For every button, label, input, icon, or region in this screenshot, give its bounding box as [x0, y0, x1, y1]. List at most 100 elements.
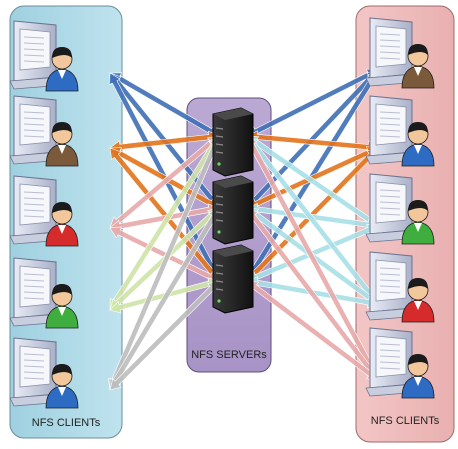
- person-hair-icon: [408, 278, 428, 289]
- server-bay-line: [215, 195, 224, 198]
- collar-icon: [58, 307, 66, 316]
- left-group-label: NFS CLIENTs: [32, 417, 101, 429]
- screen-line: [23, 285, 45, 288]
- left-client-2: [9, 95, 79, 167]
- person-hair-icon: [408, 354, 428, 365]
- server-bay-line: [215, 203, 224, 206]
- right-client-1: [365, 17, 435, 89]
- screen-line: [23, 48, 45, 51]
- collar-icon: [414, 223, 422, 232]
- screen-line: [23, 197, 45, 200]
- server-2: [212, 175, 254, 245]
- screen-line: [23, 377, 45, 380]
- screen-line: [379, 195, 401, 198]
- server-3: [212, 244, 254, 314]
- screen-line: [379, 343, 401, 346]
- screen-line: [379, 361, 401, 364]
- server-bay-line: [215, 135, 224, 138]
- screen-line: [379, 207, 401, 210]
- screen-line: [379, 135, 401, 138]
- server-bay-line: [215, 151, 224, 154]
- left-client-1: [9, 20, 79, 92]
- server-bay-line: [215, 211, 224, 214]
- screen-line: [379, 111, 401, 114]
- screen-line: [379, 267, 401, 270]
- screen-line: [23, 60, 45, 63]
- server-bay-line: [215, 264, 224, 267]
- server-top-icon: [213, 245, 253, 257]
- collar-icon: [58, 145, 66, 154]
- server-top-icon: [213, 176, 253, 188]
- connection-arrows: [108, 68, 379, 391]
- right-client-2: [365, 95, 435, 167]
- person-hair-icon: [52, 47, 72, 58]
- collar-icon: [414, 67, 422, 76]
- screen-line: [23, 359, 45, 362]
- collar-icon: [414, 301, 422, 310]
- screen-line: [379, 117, 401, 120]
- screen-line: [379, 129, 401, 132]
- screen-line: [379, 213, 401, 216]
- right-client-5: [365, 327, 435, 399]
- screen-line: [23, 297, 45, 300]
- screen-line: [379, 33, 401, 36]
- person-hair-icon: [408, 122, 428, 133]
- screen-line: [379, 285, 401, 288]
- right-group-label: NFS CLIENTs: [371, 415, 440, 427]
- screen-line: [23, 54, 45, 57]
- screen-line: [379, 355, 401, 358]
- server-bay-line: [215, 219, 224, 222]
- collar-icon: [414, 145, 422, 154]
- screen-line: [23, 209, 45, 212]
- screen-line: [379, 51, 401, 54]
- server-bay-line: [215, 143, 224, 146]
- collar-icon: [58, 70, 66, 79]
- screen-line: [23, 111, 45, 114]
- screen-line: [379, 57, 401, 60]
- left-client-3: [9, 175, 79, 247]
- devices-layer: [9, 17, 435, 409]
- screen-line: [23, 123, 45, 126]
- screen-line: [23, 135, 45, 138]
- person-hair-icon: [52, 364, 72, 375]
- collar-icon: [414, 377, 422, 386]
- screen-line: [379, 123, 401, 126]
- server-1: [212, 107, 254, 177]
- screen-line: [379, 367, 401, 370]
- screen-line: [23, 371, 45, 374]
- screen-line: [379, 279, 401, 282]
- server-bay-line: [215, 127, 224, 130]
- screen-line: [23, 291, 45, 294]
- screen-line: [379, 189, 401, 192]
- person-hair-icon: [52, 284, 72, 295]
- server-led-icon: [217, 230, 221, 234]
- screen-line: [379, 349, 401, 352]
- screen-line: [379, 39, 401, 42]
- right-client-4: [365, 251, 435, 323]
- left-client-5: [9, 337, 79, 409]
- screen-line: [23, 353, 45, 356]
- screen-line: [23, 215, 45, 218]
- screen-line: [379, 291, 401, 294]
- center-group-label: NFS SERVERs: [191, 349, 267, 361]
- screen-line: [23, 117, 45, 120]
- screen-line: [23, 279, 45, 282]
- server-top-icon: [213, 108, 253, 120]
- person-hair-icon: [408, 200, 428, 211]
- collar-icon: [58, 387, 66, 396]
- person-hair-icon: [52, 122, 72, 133]
- server-bay-line: [215, 280, 224, 283]
- server-led-icon: [217, 162, 221, 166]
- person-hair-icon: [408, 44, 428, 55]
- screen-line: [379, 201, 401, 204]
- collar-icon: [58, 225, 66, 234]
- screen-line: [23, 203, 45, 206]
- person-hair-icon: [52, 202, 72, 213]
- screen-line: [23, 273, 45, 276]
- screen-line: [23, 365, 45, 368]
- screen-line: [379, 273, 401, 276]
- screen-line: [23, 129, 45, 132]
- screen-line: [379, 45, 401, 48]
- server-bay-line: [215, 272, 224, 275]
